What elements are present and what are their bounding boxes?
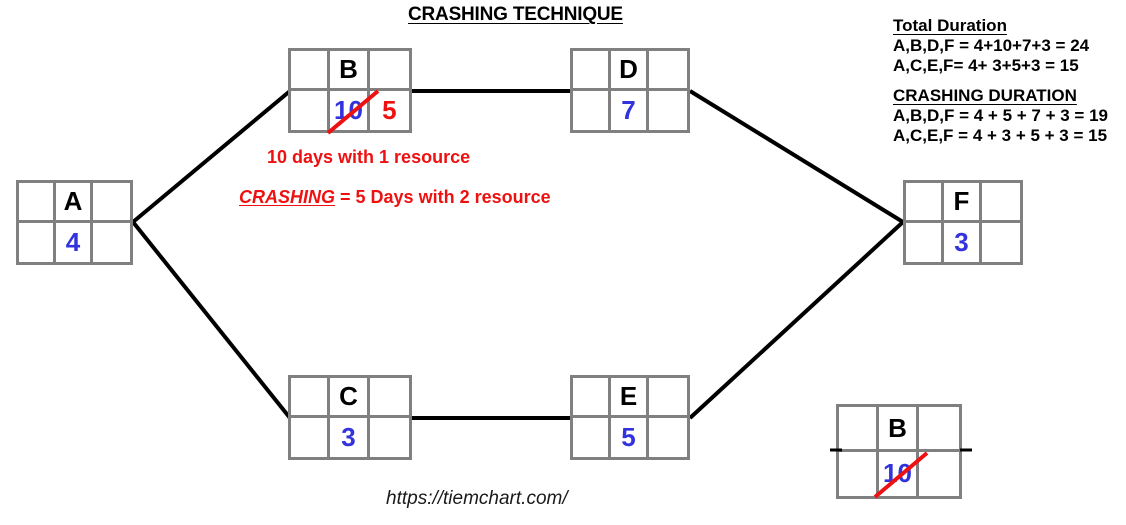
- node-a-duration-cell: 4: [56, 222, 93, 262]
- node-f-label: F: [953, 186, 970, 217]
- node-b-struck-duration: 10: [326, 89, 380, 135]
- node-e-cell-lf: [649, 418, 687, 458]
- node-d-label: D: [619, 54, 638, 85]
- node-a-cell-lf: [93, 223, 130, 263]
- node-a-cell-ef: [93, 183, 130, 223]
- total-duration-heading: Total Duration: [893, 16, 1007, 35]
- node-b-detached-cell-es: [839, 407, 879, 452]
- node-b-crash-cell: 5: [370, 91, 409, 131]
- footer-url: https://tiemchart.com/: [386, 488, 568, 509]
- node-c-name-cell: C: [330, 378, 370, 418]
- total-duration-line-2: A,C,E,F= 4+ 3+5+3 = 15: [893, 56, 1079, 75]
- node-b-detached-label: B: [888, 412, 907, 443]
- edge-e-f: [688, 220, 905, 420]
- crashing-rest: = 5 Days with 2 resource: [335, 187, 551, 207]
- summary-panel: Total Duration A,B,D,F = 4+10+7+3 = 24 A…: [893, 16, 1126, 146]
- node-f-duration: 3: [954, 227, 969, 258]
- node-d-cell-ls: [573, 90, 611, 130]
- crashing-duration-line-1: A,B,D,F = 4 + 5 + 7 + 3 = 19: [893, 106, 1108, 125]
- node-d-duration-cell: 7: [611, 90, 649, 130]
- node-a-cell-ls: [19, 222, 56, 262]
- node-b-cell-ef: [369, 51, 409, 91]
- crashing-duration-line-2: A,C,E,F = 4 + 3 + 5 + 3 = 15: [893, 126, 1108, 145]
- node-b-detached-duration: 10: [883, 458, 912, 489]
- node-b-detached-struck-duration: 10: [874, 451, 929, 499]
- node-a-duration: 4: [65, 227, 81, 258]
- node-c-cell-lf: [370, 418, 409, 458]
- node-d-cell-es: [573, 51, 611, 91]
- node-d-name-cell: D: [611, 51, 649, 91]
- node-b-detached[interactable]: B 10: [836, 404, 962, 499]
- page-title: CRASHING TECHNIQUE: [408, 4, 623, 25]
- node-c-cell-ef: [369, 378, 409, 418]
- node-b-crashed-duration: 5: [382, 95, 397, 126]
- node-e-cell-ls: [573, 417, 611, 457]
- node-d-duration: 7: [621, 95, 636, 126]
- node-f-duration-cell: 3: [944, 222, 982, 262]
- node-a-cell-es: [19, 183, 56, 223]
- node-a-name-cell: A: [56, 183, 93, 223]
- node-b-duration: 10: [334, 94, 363, 125]
- node-a[interactable]: A 4: [16, 180, 133, 265]
- summary-spacer: [893, 76, 1126, 86]
- total-duration-heading-row: Total Duration: [893, 16, 1126, 36]
- node-b-label: B: [339, 54, 358, 85]
- node-e-cell-ef: [649, 378, 687, 418]
- node-f-cell-ls: [906, 222, 944, 262]
- node-c-label: C: [339, 381, 358, 412]
- node-f-cell-es: [906, 183, 944, 223]
- resource-note: 10 days with 1 resource: [267, 147, 471, 167]
- node-f-cell-ef: [982, 183, 1020, 223]
- node-e-duration-cell: 5: [611, 417, 649, 457]
- node-b-name-cell: B: [330, 51, 370, 91]
- node-b-cell-es: [291, 51, 331, 91]
- node-b-detached-cell-ls: [839, 451, 879, 496]
- node-f-cell-lf: [982, 223, 1020, 263]
- edge-d-f: [688, 89, 905, 224]
- node-e-duration: 5: [621, 422, 636, 453]
- node-a-label: A: [63, 186, 83, 217]
- edge-a-c: [131, 220, 292, 420]
- node-c[interactable]: C 3: [288, 375, 412, 460]
- node-e-label: E: [619, 381, 638, 412]
- node-d[interactable]: D 7: [570, 48, 690, 133]
- crashing-keyword: CRASHING: [239, 187, 336, 207]
- node-d-cell-lf: [649, 91, 687, 131]
- total-duration-line-1: A,B,D,F = 4+10+7+3 = 24: [893, 36, 1090, 55]
- node-b[interactable]: B 10 5: [288, 48, 412, 135]
- node-b-cell-ls: [291, 90, 331, 130]
- node-c-cell-es: [291, 378, 331, 418]
- node-b-detached-cell-ef: [919, 407, 959, 452]
- node-f[interactable]: F 3: [903, 180, 1023, 265]
- node-b-duration-cell: 10: [326, 89, 380, 135]
- node-d-cell-ef: [649, 51, 687, 91]
- node-b-detached-edge-ticks: [830, 448, 972, 452]
- node-e-cell-es: [573, 378, 611, 418]
- node-c-duration: 3: [341, 422, 356, 453]
- node-b-detached-duration-cell: 10: [874, 451, 929, 499]
- node-e-name-cell: E: [611, 378, 649, 418]
- crashing-duration-heading-row: CRASHING DURATION: [893, 86, 1126, 106]
- node-c-cell-ls: [291, 417, 331, 457]
- node-b-detached-cell-lf: [919, 452, 959, 497]
- node-f-name-cell: F: [944, 183, 982, 223]
- node-e[interactable]: E 5: [570, 375, 690, 460]
- node-c-duration-cell: 3: [330, 417, 370, 457]
- crashing-note: CRASHING = 5 Days with 2 resource: [239, 187, 551, 208]
- crashing-duration-heading: CRASHING DURATION: [893, 86, 1077, 105]
- node-b-detached-name-cell: B: [879, 407, 919, 452]
